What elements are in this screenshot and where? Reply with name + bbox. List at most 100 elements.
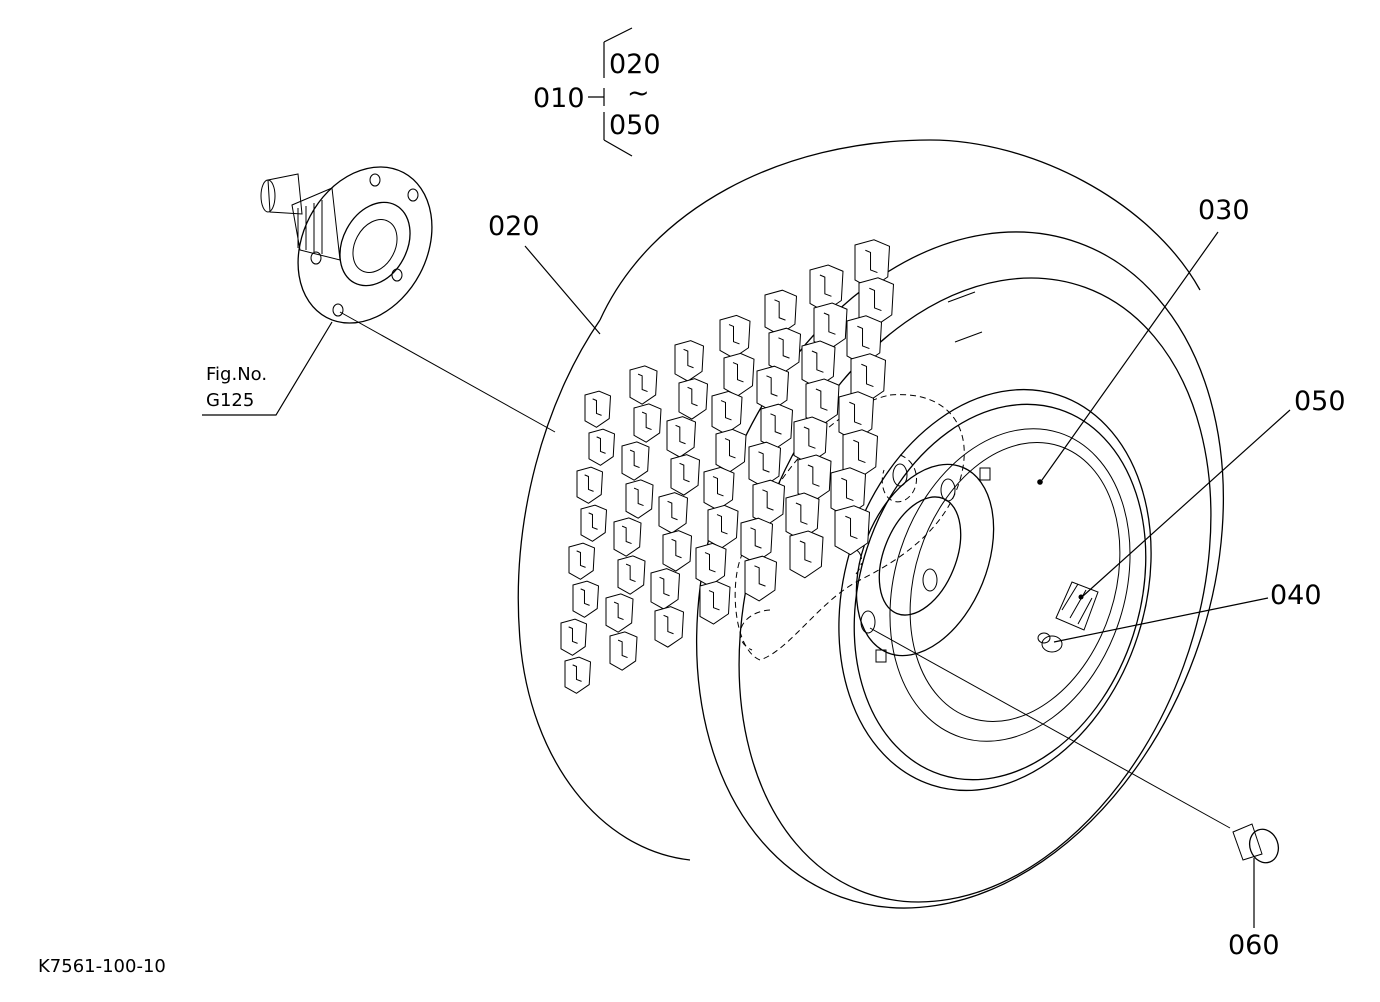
- label-tire: 020: [488, 211, 540, 242]
- tread-lug: [703, 466, 735, 511]
- tread-shoulder-line: [954, 331, 983, 343]
- valve-stem: [1041, 635, 1063, 653]
- tread-lug-groove: [667, 500, 678, 521]
- valve-cap: [1037, 632, 1051, 644]
- tread-lug-groove: [716, 514, 728, 535]
- tread-lug: [834, 505, 871, 556]
- hub-stud-hole: [391, 268, 403, 282]
- tread-lug-groove: [720, 400, 732, 421]
- rim-drawing: [838, 388, 1152, 792]
- tread-lug-groove: [770, 413, 782, 435]
- tread-lug: [699, 580, 731, 625]
- tread-lug-groove: [683, 348, 694, 369]
- leader-lines: [202, 27, 1291, 928]
- valve-leader: [1053, 597, 1269, 643]
- tread-lug: [711, 390, 743, 435]
- label-rim: 030: [1198, 195, 1250, 226]
- tread-lug: [695, 542, 727, 587]
- tread-lug-groove: [568, 626, 578, 644]
- tread-lug: [662, 530, 693, 572]
- tread-lug: [650, 568, 681, 610]
- tread-lug-groove: [641, 411, 652, 431]
- tread-lug-groove: [659, 576, 670, 597]
- tread-lug-groove: [728, 324, 740, 345]
- tread-lug: [809, 264, 844, 313]
- rim-bolt-hole: [892, 463, 908, 487]
- tread-lug-groove: [588, 512, 598, 530]
- tread-lug: [789, 530, 824, 579]
- tread-lug-groove: [841, 477, 854, 501]
- label-set-range-end: 050: [609, 110, 661, 141]
- tread-lug: [719, 314, 751, 359]
- label-assembly-set: 010: [533, 83, 585, 114]
- tread-lug-groove: [671, 538, 682, 559]
- tread-lug: [674, 340, 705, 382]
- tire-leader: [524, 245, 601, 335]
- tread-lug: [625, 479, 654, 519]
- hub-shaft-face: [260, 179, 276, 213]
- bolt-shank: [1232, 823, 1263, 861]
- hub-stud-hole: [369, 173, 381, 187]
- rim-reference-dot: [1037, 479, 1043, 485]
- tread-lug: [613, 517, 642, 557]
- tread-lug: [678, 378, 709, 420]
- rim-well-inner: [909, 442, 1121, 722]
- tread-lug-groove: [865, 249, 878, 273]
- set-bracket-ends: [603, 27, 633, 157]
- hub-spline-section: [291, 187, 341, 261]
- tread-lug-groove: [869, 287, 882, 311]
- tread-lug-groove: [819, 274, 832, 297]
- hub-bearing-inner: [352, 219, 398, 273]
- tread-lug: [666, 416, 697, 458]
- tread-lug: [584, 390, 612, 428]
- tread-lug-groove: [807, 464, 820, 487]
- label-bolt: 060: [1228, 930, 1280, 961]
- tread-lug-groove: [849, 401, 862, 425]
- hub-stud-hole: [310, 251, 322, 265]
- tread-lug-groove: [766, 375, 778, 397]
- tread-lug-groove: [845, 515, 858, 539]
- tread-lug-groove: [708, 590, 720, 611]
- tread-lug-groove: [596, 436, 606, 454]
- tread-lug-groove: [621, 525, 632, 545]
- axis-line: [339, 311, 556, 433]
- tread-lug-groove: [687, 386, 698, 407]
- tread-lug: [846, 315, 883, 366]
- tread-lug: [580, 504, 608, 542]
- tread-lug-groove: [704, 552, 716, 573]
- tread-lug: [756, 365, 790, 412]
- valve-tag-plate: [1055, 581, 1099, 631]
- tread-lug: [744, 555, 778, 602]
- tread-lug: [801, 340, 836, 389]
- hub-flange: [297, 166, 433, 324]
- tread-lug-groove: [778, 337, 790, 359]
- tread-lug: [752, 479, 786, 526]
- tread-lug: [605, 593, 634, 633]
- tread-lug: [633, 403, 662, 443]
- tread-lug-groove: [663, 614, 674, 635]
- tread-lug: [588, 428, 616, 466]
- label-set-range-start: 020: [609, 49, 661, 80]
- rim-leader: [1041, 231, 1219, 481]
- hub-stud-hole: [407, 188, 419, 202]
- tire-outer-back-edge: [599, 139, 1201, 321]
- tread-lug-groove: [625, 563, 636, 583]
- rim-slot: [979, 467, 991, 481]
- tread-lug-groove: [758, 451, 770, 473]
- tread-lug: [740, 517, 774, 564]
- tread-lug-groove: [750, 527, 762, 549]
- tread-lug-groove: [580, 588, 590, 606]
- tread-lug: [838, 391, 875, 442]
- axis-line: [869, 627, 1231, 829]
- tread-lug: [707, 504, 739, 549]
- label-set-range-tilde: ~: [627, 78, 650, 109]
- tread-lug-groove: [861, 363, 874, 387]
- valve-parts-drawing: [1037, 581, 1099, 653]
- tread-shoulder-line: [947, 291, 976, 303]
- valve-tag-leader: [1082, 409, 1291, 597]
- tread-lug-groove: [592, 398, 602, 416]
- tread-lug: [768, 327, 802, 374]
- tread-lug-groove: [675, 424, 686, 445]
- tread-lug: [568, 542, 596, 580]
